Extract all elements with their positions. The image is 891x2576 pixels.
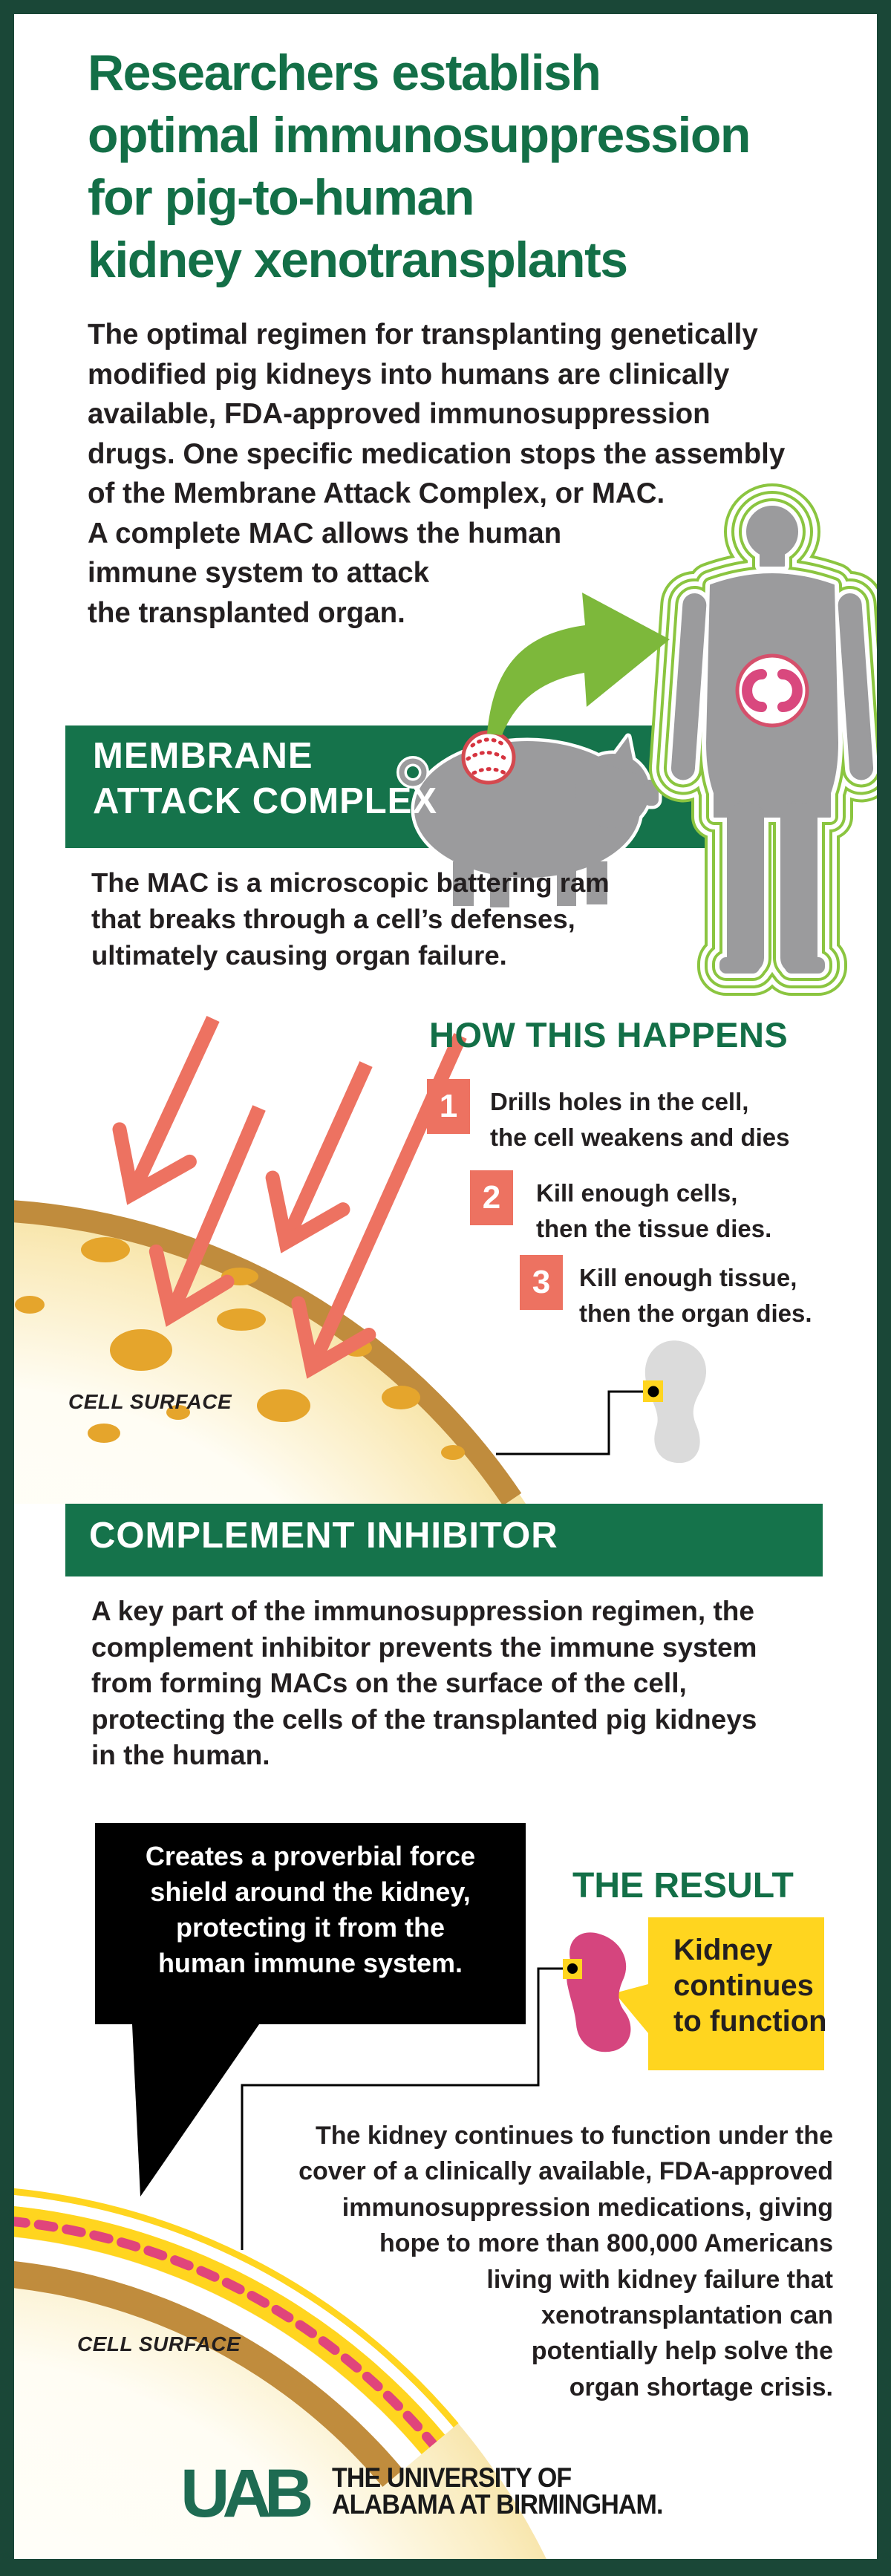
result-title: THE RESULT	[572, 1866, 794, 1905]
callout-wedge	[615, 1984, 648, 2033]
human-kidneys	[742, 669, 803, 712]
step-3-number: 3	[520, 1255, 563, 1310]
complement-banner	[65, 1504, 823, 1576]
complement-banner-label: COMPLEMENT INHIBITOR	[89, 1516, 558, 1556]
mac-zoom-callout	[496, 1340, 707, 1464]
pig-tail	[399, 758, 427, 786]
step-1-number: 1	[427, 1079, 470, 1134]
university-name: THE UNIVERSITY OF ALABAMA AT BIRMINGHAM.	[332, 2462, 663, 2520]
mac-connector-line	[496, 1390, 643, 1455]
human-icon	[648, 483, 891, 996]
bubble-tail	[132, 2024, 259, 2197]
step-2-text: Kill enough cells, then the tissue dies.	[536, 1179, 772, 1242]
mac-blob	[644, 1340, 707, 1464]
mac-description: The MAC is a microscopic battering ram t…	[91, 867, 610, 971]
kidney-callout-box	[648, 1917, 824, 2070]
transplant-arrow-icon	[487, 593, 670, 735]
mac-banner-label: MEMBRANE ATTACK COMPLEX	[93, 736, 438, 821]
cell-surface-1-illustration	[14, 1199, 636, 1504]
step-2-number: 2	[470, 1170, 513, 1225]
pig-icon	[396, 730, 662, 911]
step-1-text: Drills holes in the cell, the cell weake…	[490, 1088, 790, 1151]
pig-kidney-dashed	[466, 737, 511, 777]
uab-logo: UAB	[180, 2456, 313, 2531]
cell-surface-2-illustration	[14, 2185, 615, 2559]
outcome-paragraph: The kidney continues to function under t…	[298, 2122, 833, 2401]
result-connector-line	[241, 1967, 572, 2250]
how-this-happens-title: HOW THIS HAPPENS	[429, 1015, 789, 1054]
force-shield-bubble	[95, 1823, 526, 2024]
page-title: Researchers establish optimal immunosupp…	[88, 45, 751, 288]
complement-paragraph: A key part of the immunosuppression regi…	[91, 1596, 757, 1771]
cell-surface-label-2: CELL SURFACE	[77, 2332, 241, 2355]
result-kidney-icon	[567, 1932, 631, 2052]
intro-paragraph: The optimal regimen for transplanting ge…	[88, 319, 786, 629]
force-shield-bubble-text: Creates a proverbial force shield around…	[145, 1841, 476, 1978]
cell-surface-label-1: CELL SURFACE	[68, 1390, 232, 1413]
step-3-text: Kill enough tissue, then the organ dies.	[579, 1264, 812, 1327]
kidney-callout-text: Kidney continues to function	[673, 1934, 827, 2038]
